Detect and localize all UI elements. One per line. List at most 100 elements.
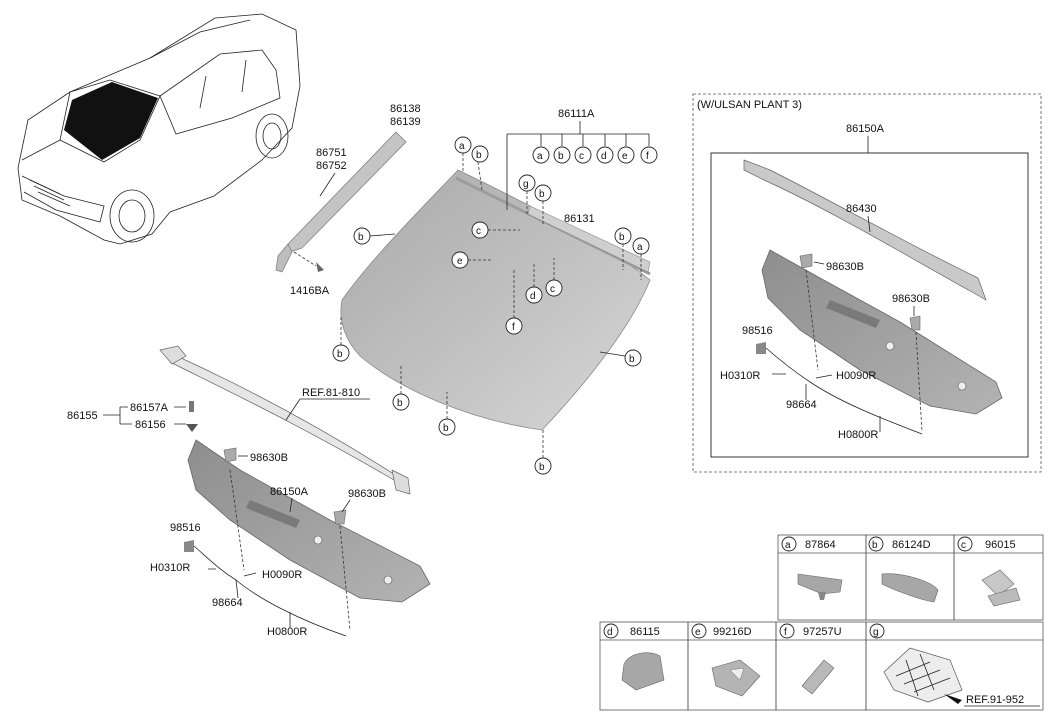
leader-ref-81-810 [285,398,370,421]
svg-text:a: a [637,242,643,253]
svg-text:c: c [476,226,481,237]
label-86751: 86751 [316,147,347,159]
seal-right-end [391,469,411,495]
ulsan-inner-box [710,152,1029,458]
label-98630B-4: 98630B [892,293,930,305]
svg-text:a: a [537,151,543,162]
bubble-d-top [596,146,614,164]
label-H0310R-2: H0310R [720,370,760,382]
svg-text:d: d [607,627,613,638]
svg-text:c: c [579,151,584,162]
vehicle-illustration [17,13,301,245]
windshield-glass [340,169,651,431]
bubble-b-top [553,146,571,164]
svg-text:e: e [622,151,628,162]
svg-text:b: b [337,349,343,360]
label-86111A: 86111A [558,108,595,120]
svg-text:a: a [459,141,465,152]
svg-text:f: f [646,151,649,162]
svg-text:e: e [695,627,701,638]
cowl-grille-ulsan [826,300,880,328]
seal-left-end [159,345,187,365]
svg-text:d: d [530,291,536,302]
legend-part-b: 86124D [892,539,931,551]
label-98516-2: 98516 [742,325,773,337]
legend-image-a [797,573,843,595]
cowl-grille [246,500,300,528]
svg-text:b: b [358,232,364,243]
svg-text:b: b [872,540,878,551]
svg-text:b: b [539,189,545,200]
legend-part-e: 99216D [713,626,752,638]
legend-part-a: 87864 [805,539,836,551]
svg-text:b: b [443,423,449,434]
seal-86430 [743,159,987,301]
legend-image-d [621,652,665,691]
svg-text:f: f [512,322,515,333]
label-H0090R-2: H0090R [836,370,876,382]
glass-callouts: a b g b c b e d c f b a b b b b b [332,136,650,475]
svg-text:c: c [550,284,555,295]
legend-image-e [711,659,761,697]
label-98516-1: 98516 [170,522,201,534]
clip-86157A [189,401,194,412]
label-86156: 86156 [135,419,166,431]
leader-1416BA [293,251,317,267]
bubble-a-top [532,146,550,164]
ulsan-plant-frame [692,93,1042,473]
legend-part-c: 96015 [985,539,1016,551]
svg-text:d: d [601,151,607,162]
label-H0310R-1: H0310R [150,562,190,574]
legend-image-c [981,569,1015,597]
legend-part-d: 86115 [630,626,660,638]
cowl-panel-ulsan [761,249,1003,415]
bubble-c-top [574,146,592,164]
parts-legend-table [599,534,1044,711]
label-86150A-2: 86150A [846,123,885,135]
label-86131: 86131 [564,213,595,225]
svg-text:f: f [784,627,787,638]
label-98630B-2: 98630B [348,488,386,500]
cowl-panel-86150A [187,439,431,603]
label-H0090R-1: H0090R [262,569,302,581]
bubble-e-top [617,146,635,164]
svg-text:b: b [476,150,482,161]
label-H0800R-1: H0800R [267,626,307,638]
legend-image-b [881,573,939,603]
label-H0800R-2: H0800R [838,429,878,441]
nozzle-98630B-ulsan-left [799,253,813,269]
svg-text:g: g [873,627,879,638]
label-98630B-3: 98630B [826,261,864,273]
ulsan-plant-title: (W/ULSAN PLANT 3) [697,99,802,111]
nozzle-98630B-right [333,509,347,525]
molding-end [275,243,293,273]
svg-text:e: e [457,256,463,267]
label-86155: 86155 [67,410,98,422]
label-86138: 86138 [390,103,421,115]
clip-86156 [186,424,198,432]
leader-86751 [319,172,336,197]
windshield-highlight [64,82,158,160]
legend-image-f [801,659,835,695]
bubble-f-top [640,146,658,164]
label-86157A: 86157A [130,402,169,414]
label-ref-81-810: REF.81-810 [302,387,360,399]
svg-text:b: b [629,354,635,365]
legend-cell-g [865,621,1044,711]
svg-text:b: b [558,151,564,162]
svg-text:b: b [539,462,545,473]
svg-text:g: g [523,179,529,190]
legend-part-f: 97257U [803,626,842,638]
nozzle-98630B-ulsan-right [909,315,921,331]
bracket-86155 [103,406,186,425]
washer-hose-left [193,545,347,637]
nozzle-98516-left [184,540,194,552]
washer-hose-ulsan [765,347,923,435]
bracket-86111A [506,121,650,210]
svg-text:b: b [619,232,625,243]
label-98664-1: 98664 [212,597,243,609]
label-98630B-1: 98630B [250,452,288,464]
label-1416BA: 1416BA [290,285,330,297]
legend-cell-c [953,534,1044,621]
